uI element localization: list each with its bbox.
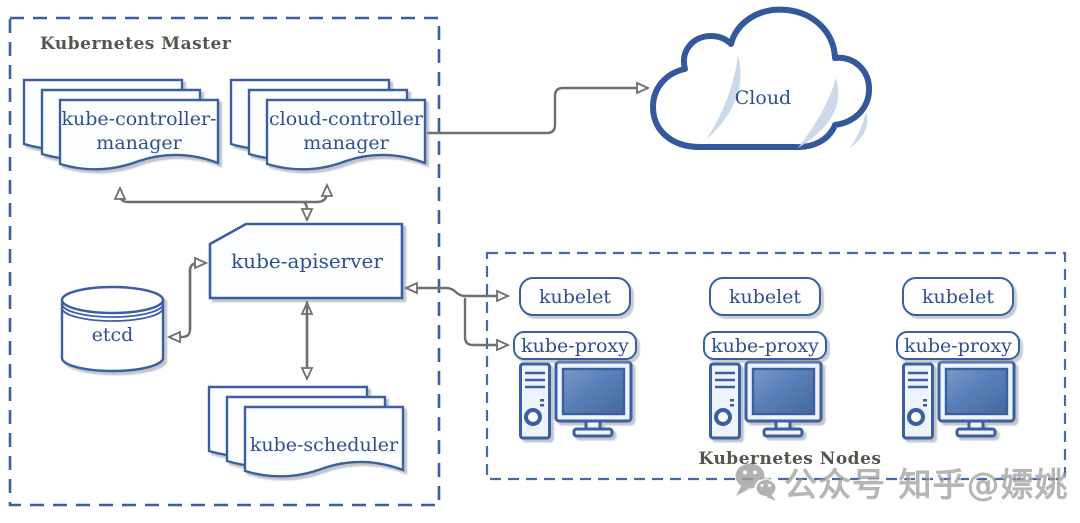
node3-kubelet: kubelet	[902, 277, 1014, 316]
arrow-nodes-to-apiserver	[403, 281, 466, 298]
kube-controller-manager-shape	[22, 78, 220, 171]
arrow-apiserver-to-etcd	[166, 268, 192, 344]
cloud-icon	[650, 6, 873, 151]
computer-icon	[708, 360, 823, 440]
arrow-etcd-to-apiserver	[188, 256, 209, 330]
arrow-up-to-kube-controller-manager	[113, 185, 307, 204]
connector-arrows	[113, 81, 651, 382]
cloud-shine	[706, 55, 868, 148]
kubernetes-nodes-boundary	[485, 251, 1067, 481]
node1-kube-proxy: kube-proxy	[513, 331, 637, 360]
node2-kube-proxy: kube-proxy	[703, 331, 827, 360]
master-section-label: Kubernetes Master	[40, 34, 232, 54]
kube-apiserver-shape	[208, 222, 404, 300]
arrow-up-to-cloud-controller-manager	[305, 182, 334, 204]
computer-icon	[518, 360, 633, 440]
cloud-controller-manager-shape	[229, 78, 427, 171]
nodes-section-label: Kubernetes Nodes	[698, 449, 882, 469]
wechat-icon	[735, 463, 778, 501]
etcd-database-icon	[60, 285, 165, 373]
node2-kubelet: kubelet	[709, 277, 821, 316]
node3-kube-proxy: kube-proxy	[896, 331, 1020, 360]
arrow-ccm-to-cloud	[427, 81, 651, 135]
kubernetes-master-boundary	[8, 16, 441, 507]
computer-icon	[901, 360, 1016, 440]
arrow-apiserver-to-kube-proxy	[463, 298, 511, 352]
kube-scheduler-shape	[207, 385, 405, 478]
node1-kubelet: kubelet	[519, 277, 631, 316]
watermark-text: 公众号 知乎@嫖姚	[784, 465, 1069, 504]
arrow-down-to-apiserver	[300, 200, 314, 223]
